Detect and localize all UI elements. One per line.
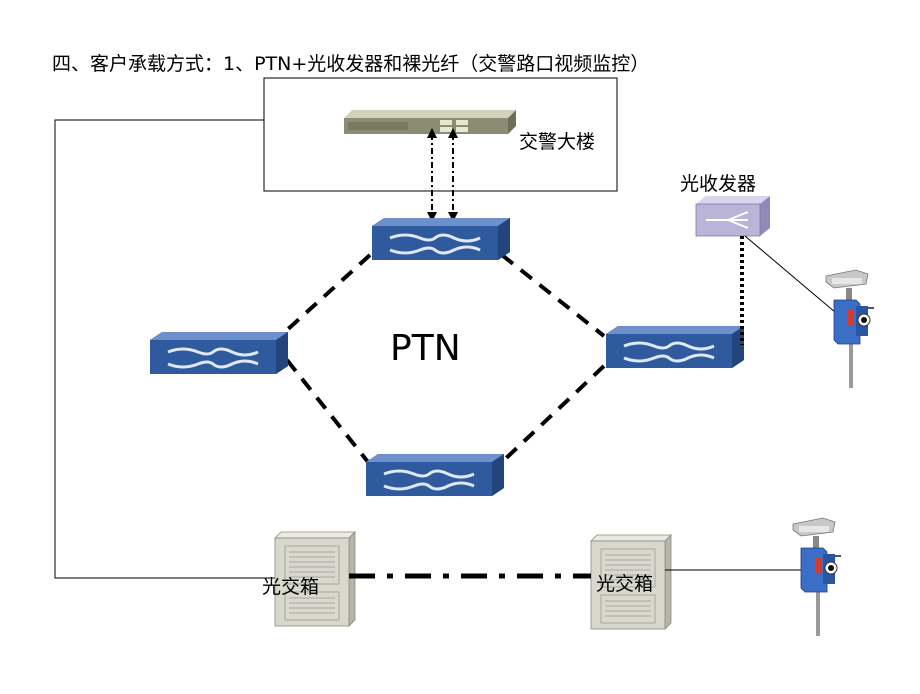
- switch-icon-top: [370, 216, 512, 262]
- uplink-arrows: [427, 128, 458, 222]
- page-title: 四、客户承载方式：1、PTN+光收发器和裸光纤（交警路口视频监控）: [52, 53, 649, 75]
- ptn-ring-links: [285, 253, 606, 464]
- transceiver-label: 光收发器: [680, 173, 756, 195]
- switch-icon-right: [604, 324, 746, 370]
- server-icon: [344, 110, 516, 134]
- switch-icon-bottom: [364, 452, 506, 498]
- transceiver-icon: [695, 196, 770, 237]
- cabinet-right-label: 光交箱: [596, 573, 653, 595]
- building-box: [263, 77, 618, 192]
- camera-icon-1: [825, 269, 875, 389]
- switch-icon-left: [148, 330, 290, 376]
- camera-icon-2: [792, 517, 842, 637]
- transceiver-to-camera-line: [744, 235, 843, 319]
- ptn-label: PTN: [390, 328, 461, 369]
- cabinet-left-label: 光交箱: [262, 576, 319, 598]
- building-to-cabinet-line: [54, 119, 275, 579]
- building-label: 交警大楼: [519, 131, 595, 153]
